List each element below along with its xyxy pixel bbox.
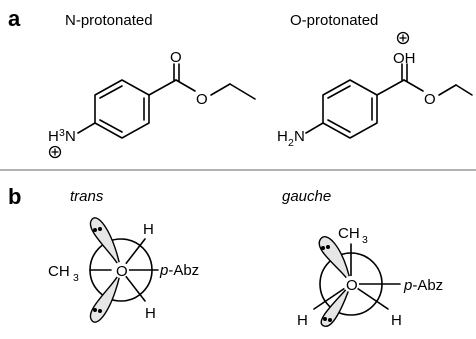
bond bbox=[455, 84, 473, 96]
bond bbox=[438, 84, 457, 96]
lone-pair-lobe-lower bbox=[89, 269, 122, 323]
ring-double-bond bbox=[99, 119, 123, 133]
ammonium-subscript: 3 bbox=[59, 127, 65, 139]
hydroxyl-group: OH bbox=[393, 50, 416, 67]
o-protonated-title: O-protonated bbox=[290, 12, 378, 29]
gauche-newman-projection: CH 3 p-Abz H H O bbox=[297, 225, 443, 329]
trans-newman-projection: H H p-Abz CH 3 O bbox=[48, 217, 199, 323]
ester-oxygen: O bbox=[196, 91, 208, 108]
positive-charge-icon bbox=[396, 31, 410, 45]
oxygen-backdrop bbox=[343, 276, 359, 292]
methyl-subscript: 3 bbox=[73, 272, 79, 284]
bond bbox=[376, 79, 405, 96]
amine-h: H bbox=[277, 128, 288, 145]
bond bbox=[210, 83, 231, 96]
ring-double-bond bbox=[99, 85, 123, 99]
ammonium-n: N bbox=[65, 128, 76, 145]
amine-subscript: 2 bbox=[288, 137, 294, 149]
oxygen-atom: O bbox=[346, 277, 358, 294]
hydrogen-top: H bbox=[143, 221, 154, 238]
ammonium-h: H bbox=[48, 128, 59, 145]
n-protonated-title: N-protonated bbox=[65, 12, 153, 29]
bond bbox=[229, 83, 256, 100]
hydrogen-left: H bbox=[297, 312, 308, 329]
lone-pair-lobe-lower bbox=[320, 283, 352, 327]
lone-pair-electron bbox=[98, 309, 102, 313]
bond bbox=[403, 79, 424, 92]
positive-charge-icon bbox=[48, 145, 62, 159]
bond bbox=[305, 122, 324, 134]
lone-pair-electron bbox=[328, 318, 332, 322]
oxygen-atom: O bbox=[116, 263, 128, 280]
trans-title: trans bbox=[70, 188, 104, 205]
ester-oxygen: O bbox=[424, 91, 436, 108]
methyl-c: CH bbox=[48, 263, 70, 280]
lone-pair-electron bbox=[323, 317, 327, 321]
oxygen-backdrop bbox=[113, 262, 129, 278]
lone-pair-electron bbox=[321, 246, 325, 250]
benzene-ring-left bbox=[94, 79, 150, 139]
lone-pair-electron bbox=[98, 227, 102, 231]
hydrogen-right: H bbox=[391, 312, 402, 329]
panel-a-letter: a bbox=[8, 6, 21, 31]
bond bbox=[148, 79, 177, 96]
panel-b-letter: b bbox=[8, 184, 21, 209]
ring-double-bond bbox=[327, 85, 351, 99]
lone-pair-electron bbox=[93, 228, 97, 232]
p-abz-label: p-Abz bbox=[403, 277, 443, 294]
methyl-c: CH bbox=[338, 225, 360, 242]
hydrogen-bottom: H bbox=[145, 305, 156, 322]
bond bbox=[175, 79, 196, 92]
p-abz-label: p-Abz bbox=[159, 262, 199, 279]
amine-n: N bbox=[294, 128, 305, 145]
benzene-ring-right bbox=[322, 79, 378, 139]
o-protonated-molecule: OH O H 2 N bbox=[277, 31, 473, 149]
lone-pair-electron bbox=[93, 308, 97, 312]
ring-double-bond bbox=[327, 119, 351, 133]
methyl-subscript: 3 bbox=[362, 234, 368, 246]
bond bbox=[77, 122, 96, 134]
lone-pair-electron bbox=[326, 245, 330, 249]
n-protonated-molecule: O O H 3 N bbox=[48, 49, 256, 159]
gauche-title: gauche bbox=[282, 188, 331, 205]
carbonyl-oxygen: O bbox=[170, 49, 182, 66]
lone-pair-lobe-upper bbox=[89, 217, 122, 271]
